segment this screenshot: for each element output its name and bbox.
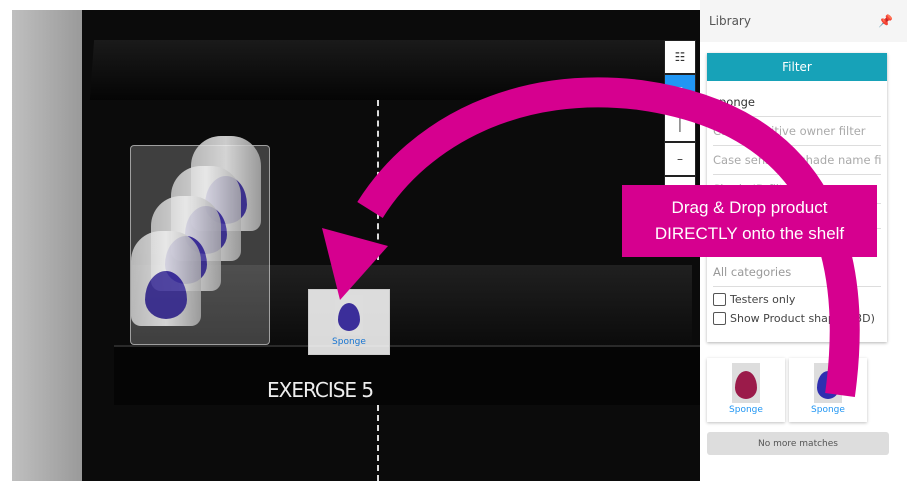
minus-icon[interactable]: –	[664, 142, 696, 176]
dragged-product-label: Sponge	[332, 337, 366, 347]
category-select[interactable]: All categories	[713, 258, 881, 287]
result-label: Sponge	[729, 405, 763, 415]
library-title: Library	[709, 14, 751, 28]
instruction-callout: Drag & Drop product DIRECTLY onto the sh…	[622, 185, 877, 257]
callout-line-2: DIRECTLY onto the shelf	[654, 224, 845, 243]
show-shapes-checkbox[interactable]: Show Product shapes (3D)	[713, 312, 881, 325]
shelf-front	[114, 345, 700, 405]
shelf-divider	[377, 100, 379, 260]
result-item[interactable]: Sponge	[707, 358, 785, 422]
filter-button[interactable]: Filter	[707, 53, 887, 81]
testers-only-label: Testers only	[730, 293, 796, 306]
testers-only-checkbox[interactable]: Testers only	[713, 293, 881, 306]
search-input[interactable]: sponge	[713, 88, 881, 117]
top-shelf	[89, 40, 695, 100]
dragged-product[interactable]: Sponge	[308, 289, 390, 355]
result-item[interactable]: Sponge	[789, 358, 867, 422]
result-label: Sponge	[811, 405, 845, 415]
bottle-icon[interactable]: ▮	[664, 74, 696, 108]
shelves-icon[interactable]: ☷	[664, 40, 696, 74]
pin-icon[interactable]: 📌	[878, 14, 893, 28]
shade-filter-input[interactable]: Case sensitive shade name filter	[713, 146, 881, 175]
owner-filter-input[interactable]: Case sensitive owner filter	[713, 117, 881, 146]
callout-line-1: Drag & Drop product	[671, 198, 828, 217]
product-display	[130, 136, 270, 345]
floor	[12, 10, 82, 481]
show-shapes-label: Show Product shapes (3D)	[730, 312, 875, 325]
planogram-3d-view[interactable]: EXERCISE 5	[12, 10, 700, 481]
no-more-matches-button: No more matches	[707, 432, 889, 455]
ruler-icon[interactable]: │	[664, 108, 696, 142]
shelf-label: EXERCISE 5	[267, 378, 374, 402]
library-header: Library 📌	[700, 0, 907, 42]
shelf-divider	[377, 405, 379, 481]
